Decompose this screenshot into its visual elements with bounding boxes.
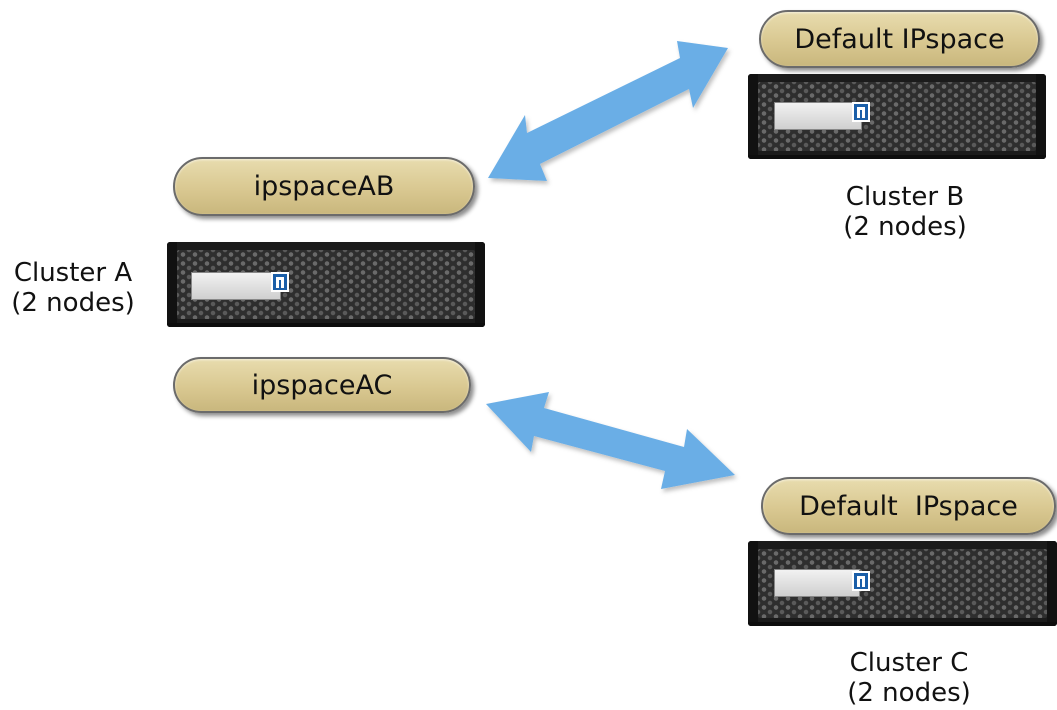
cluster-c-label: Cluster C (2 nodes)	[800, 648, 1018, 708]
cluster-name: Cluster B	[845, 182, 965, 212]
cluster-nodes: (2 nodes)	[11, 288, 135, 318]
cluster-a-server	[167, 242, 485, 327]
netapp-logo-icon	[852, 102, 870, 122]
ipspace-label: Default IPspace	[794, 23, 1005, 55]
cluster-name: Cluster A	[13, 258, 133, 288]
ipspace-pill-ac: ipspaceAC	[173, 357, 471, 413]
arrow-ac-to-cluster-c	[486, 392, 735, 489]
cluster-name: Cluster C	[849, 648, 969, 678]
ipspace-pill-default-c: Default IPspace	[761, 477, 1056, 535]
cluster-a-label: Cluster A (2 nodes)	[0, 258, 146, 318]
server-front-panel	[774, 569, 860, 597]
ipspace-label: ipspaceAC	[251, 369, 393, 401]
netapp-logo-icon	[852, 571, 870, 591]
arrow-ab-to-cluster-b	[488, 41, 728, 181]
ipspace-label: Default IPspace	[799, 490, 1018, 522]
cluster-c-server	[748, 541, 1057, 626]
server-front-panel	[191, 272, 281, 300]
ipspace-pill-default-b: Default IPspace	[759, 10, 1040, 68]
ipspace-pill-ab: ipspaceAB	[173, 157, 475, 216]
cluster-nodes: (2 nodes)	[847, 678, 971, 708]
cluster-b-server	[748, 74, 1046, 159]
cluster-b-label: Cluster B (2 nodes)	[800, 182, 1010, 242]
cluster-nodes: (2 nodes)	[843, 212, 967, 242]
server-front-panel	[774, 102, 862, 130]
netapp-logo-icon	[271, 272, 289, 292]
ipspace-label: ipspaceAB	[253, 171, 395, 202]
